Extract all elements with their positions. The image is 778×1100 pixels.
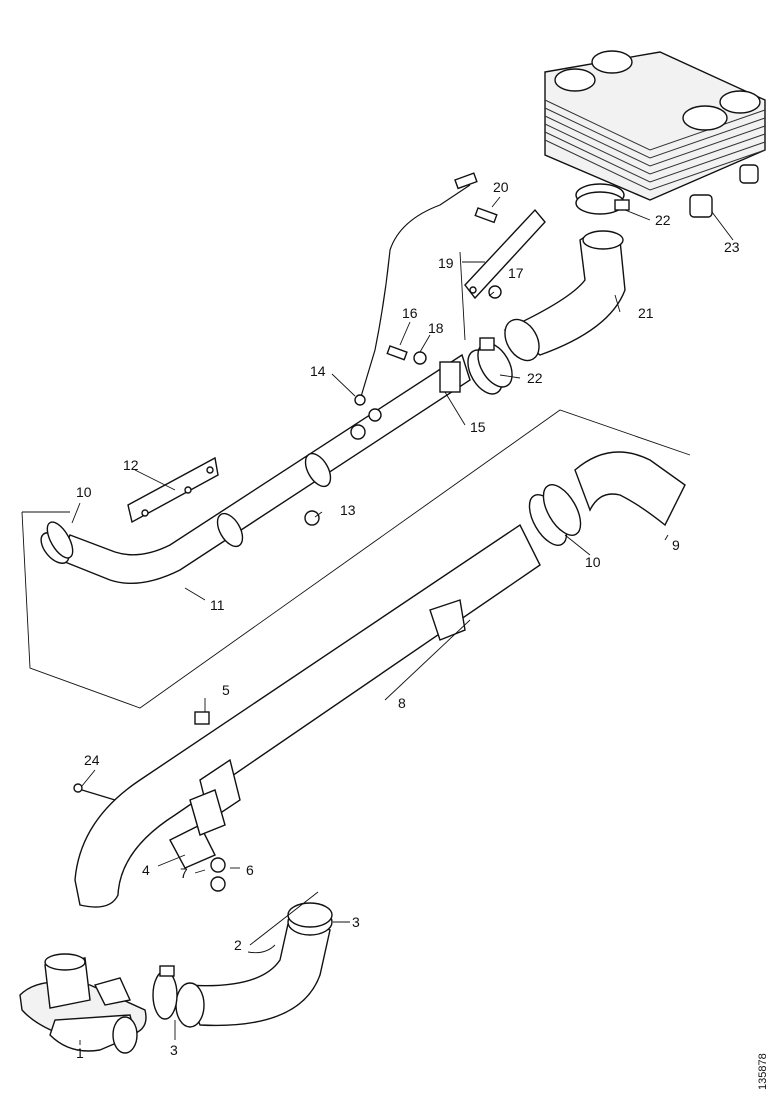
thermostat-housing xyxy=(19,953,147,1054)
callout-10a: 10 xyxy=(76,484,92,500)
assembly-boundary-outline xyxy=(21,409,691,709)
callout-10b: 10 xyxy=(585,554,601,570)
callout-15: 15 xyxy=(470,419,486,435)
callout-1: 1 xyxy=(76,1045,84,1061)
callout-22a: 22 xyxy=(655,212,671,228)
fasteners xyxy=(73,207,502,892)
callout-5: 5 xyxy=(222,682,230,698)
hose-2 xyxy=(152,902,333,1028)
callout-7: 7 xyxy=(180,865,188,881)
upper-pipe xyxy=(40,353,471,585)
callout-9: 9 xyxy=(672,537,680,553)
bracket-19 xyxy=(464,208,546,300)
hose-21 xyxy=(503,230,626,362)
callout-19: 19 xyxy=(438,255,454,271)
callout-20: 20 xyxy=(493,179,509,195)
hose-clamp-upper xyxy=(575,183,630,215)
bracket-12 xyxy=(127,456,219,524)
hose-9-with-clamp xyxy=(528,451,686,546)
callout-21: 21 xyxy=(638,305,654,321)
callout-24: 24 xyxy=(84,752,100,768)
callout-2: 2 xyxy=(234,937,242,953)
callout-labels: 1 2 3 3 4 5 6 7 8 9 10 10 11 12 13 14 15… xyxy=(76,179,740,1061)
callout-14: 14 xyxy=(310,363,326,379)
callout-3a: 3 xyxy=(352,914,360,930)
callout-17: 17 xyxy=(508,265,524,281)
callout-11: 11 xyxy=(210,597,225,613)
callout-8: 8 xyxy=(398,695,406,711)
callout-6: 6 xyxy=(246,862,254,878)
sensor-cable xyxy=(350,172,478,440)
callout-22b: 22 xyxy=(527,370,543,386)
lower-long-pipe xyxy=(74,523,541,908)
hose-clamp-middle xyxy=(467,337,513,395)
callout-18: 18 xyxy=(428,320,444,336)
callout-4: 4 xyxy=(142,862,150,878)
callout-12: 12 xyxy=(123,457,139,473)
hose-clamp-left xyxy=(46,521,74,559)
callout-16: 16 xyxy=(402,305,418,321)
callout-13: 13 xyxy=(340,502,356,518)
oil-cooler xyxy=(544,50,766,218)
document-id: 135878 xyxy=(757,1053,769,1090)
leader-lines xyxy=(71,196,734,1045)
callout-3b: 3 xyxy=(170,1042,178,1058)
callout-23: 23 xyxy=(724,239,740,255)
